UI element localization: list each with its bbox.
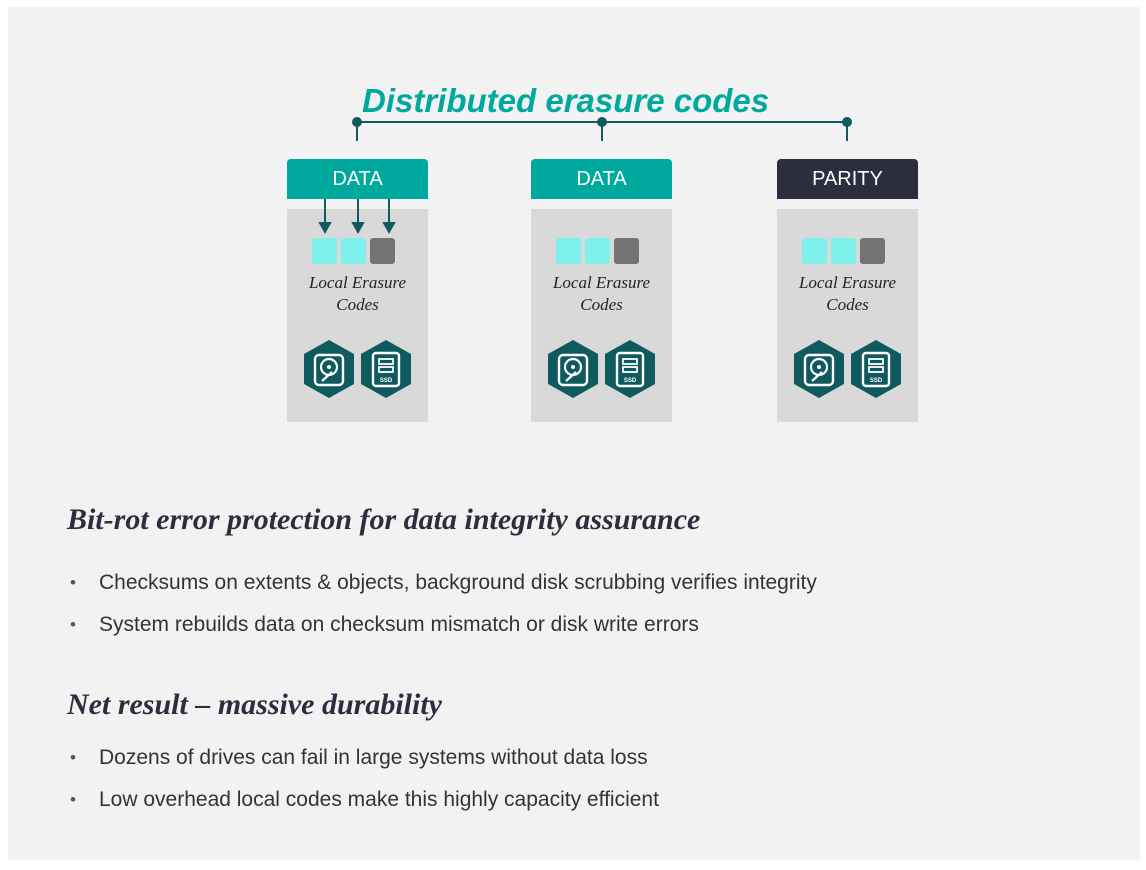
chunk-row	[802, 238, 885, 264]
bullet-item: Dozens of drives can fail in large syste…	[67, 746, 659, 770]
bullet-item: Checksums on extents & objects, backgrou…	[67, 571, 817, 595]
diagram-bracket	[352, 117, 852, 141]
node-label-data-2: DATA	[531, 159, 672, 199]
data-chunk	[312, 238, 337, 264]
ssd-icon: SSD	[361, 340, 411, 398]
chunk-row	[312, 238, 395, 264]
parity-chunk	[614, 238, 639, 264]
local-erasure-codes-caption: Local Erasure Codes	[552, 273, 651, 314]
diagram-title: Distributed erasure codes	[362, 82, 770, 119]
chunk-row	[556, 238, 639, 264]
section-heading-net-result: Net result – massive durability	[67, 688, 442, 721]
storage-icons: SSD	[546, 339, 658, 399]
node-block-2: Local Erasure Codes SSD	[531, 209, 672, 422]
hard-drive-icon	[794, 340, 844, 398]
parity-chunk	[370, 238, 395, 264]
local-erasure-codes-caption: Local Erasure Codes	[308, 273, 407, 314]
data-chunk	[802, 238, 827, 264]
write-arrows	[318, 199, 396, 235]
local-erasure-codes-caption: Local Erasure Codes	[798, 273, 897, 314]
node-label-data-1: DATA	[287, 159, 428, 199]
svg-text:SSD: SSD	[870, 378, 883, 384]
data-chunk	[341, 238, 366, 264]
bit-rot-bullet-list: Checksums on extents & objects, backgrou…	[67, 571, 817, 655]
data-chunk	[585, 238, 610, 264]
section-heading-bit-rot: Bit-rot error protection for data integr…	[67, 503, 701, 536]
node-label-parity: PARITY	[777, 159, 918, 199]
svg-text:SSD: SSD	[624, 378, 637, 384]
node-block-1: Local Erasure Codes SSD	[287, 199, 428, 422]
data-chunk	[831, 238, 856, 264]
ssd-icon: SSD	[605, 340, 655, 398]
node-block-3: Local Erasure Codes SSD	[777, 209, 918, 422]
data-chunk	[556, 238, 581, 264]
storage-icons: SSD	[302, 339, 414, 399]
hard-drive-icon	[304, 340, 354, 398]
slide-background	[8, 7, 1140, 860]
hard-drive-icon	[548, 340, 598, 398]
net-result-bullet-list: Dozens of drives can fail in large syste…	[67, 746, 659, 830]
storage-icons: SSD	[792, 339, 904, 399]
bullet-item: Low overhead local codes make this highl…	[67, 788, 659, 812]
ssd-icon: SSD	[851, 340, 901, 398]
parity-chunk	[860, 238, 885, 264]
svg-text:SSD: SSD	[380, 378, 393, 384]
bullet-item: System rebuilds data on checksum mismatc…	[67, 613, 817, 637]
